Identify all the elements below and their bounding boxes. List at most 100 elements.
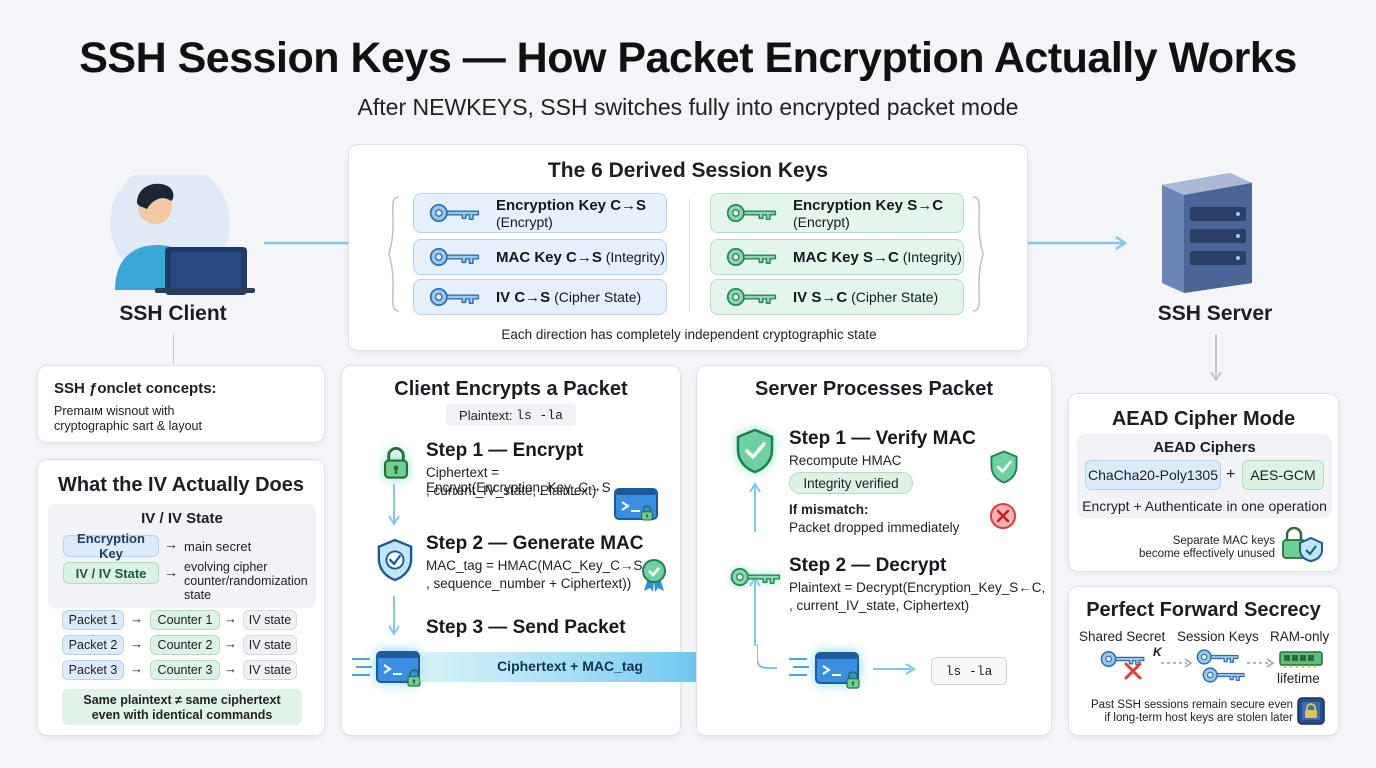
iv-enc-desc: main secret (184, 539, 252, 554)
left-brace (387, 195, 401, 313)
key-name: Encryption Key C→S (496, 196, 647, 214)
output-lock-icon (845, 670, 861, 690)
vault-lock-icon (1297, 697, 1325, 725)
output-command: ls -la (931, 657, 1007, 685)
iv-state-title: IV / IV State (141, 510, 223, 527)
verify-step-line: Recompute HMAC (789, 453, 902, 468)
pfs-note-1: Past SSH sessions remain secure even (1091, 699, 1293, 711)
pfs-title: Perfect Forward Secrecy (1086, 599, 1321, 621)
concepts-title: SSH ƒonclet concepts: (54, 380, 217, 397)
step2-mac-line1: MAC_tag = HMAC(MAC_Key_C→S, (426, 558, 647, 573)
step1-encrypt-title: Step 1 — Encrypt (426, 440, 584, 461)
packet-arrow: → (130, 611, 143, 626)
iv-note-2: even with identical commands (91, 708, 273, 722)
client-illustration (95, 175, 255, 295)
aead-note-1: Separate MAC keys (1172, 535, 1275, 547)
key-name: Encryption Key S→C (793, 196, 944, 214)
key-iv-c2s: IV C→S (Cipher State) (413, 279, 667, 315)
pfs-card: Perfect Forward Secrecy Shared Secret Se… (1068, 586, 1339, 736)
iv-note-box (62, 689, 302, 725)
aead-desc: Encrypt + Authenticate in one operation (1082, 498, 1327, 514)
server-icon (1162, 173, 1252, 293)
integrity-verified-pill: Integrity verified (789, 472, 913, 494)
client-encrypts-title: Client Encrypts a Packet (394, 378, 628, 400)
iv-card: What the IV Actually Does IV / IV State … (37, 459, 325, 736)
pfs-arrow-1 (1161, 657, 1195, 669)
concepts-card: SSH ƒonclet concepts: Premaıм wisnout wi… (37, 365, 325, 443)
mismatch-line: Packet dropped immediately (789, 520, 960, 535)
counter-arrow: → (224, 636, 237, 651)
step-flow-line (386, 484, 402, 644)
plaintext-box: Plaintext: ls -la (446, 404, 576, 426)
plaintext-label: Plaintext: (459, 407, 517, 423)
iv-state-2: IV state (243, 635, 297, 655)
iv-state-pill: IV / IV State (63, 562, 159, 584)
iv-state-desc-2: counter/randomization (184, 574, 308, 588)
step2-mac-title: Step 2 — Generate MAC (426, 533, 644, 554)
right-brace (971, 195, 985, 313)
key-desc: (Cipher State) (554, 288, 642, 305)
key-desc: (Cipher State) (851, 288, 939, 305)
send-packet-arrow (420, 640, 746, 694)
key-name: IV C→S (496, 288, 551, 306)
counter-2: Counter 2 (150, 635, 220, 655)
key-mac-c2s: MAC Key C→S (Integrity) (413, 239, 667, 275)
mismatch-title: If mismatch: (789, 502, 869, 517)
chacha-pill: ChaCha20-Poly1305 (1085, 460, 1221, 490)
iv-state-desc-1: evolving cipher (184, 560, 268, 574)
verify-step-title: Step 1 — Verify MAC (789, 428, 976, 449)
key-icon (725, 202, 779, 224)
session-key-icon-1 (1195, 647, 1241, 667)
iv-state-desc-3: state (184, 588, 212, 602)
key-desc: (Encrypt) (496, 213, 553, 230)
output-motion-lines (789, 655, 811, 679)
key-icon (428, 246, 482, 268)
decrypt-line2: , current_IV_state, Ciphertext) (789, 598, 970, 613)
send-arrow-label: Ciphertext + MAC_tag (497, 658, 643, 674)
derived-keys-card: The 6 Derived Session Keys Encryption Ke… (348, 144, 1028, 351)
key-icon (428, 202, 482, 224)
iv-card-title: What the IV Actually Does (58, 474, 304, 496)
iv-note-1: Same plaintext ≠ same ciphertext (83, 693, 281, 707)
concepts-body-2: cryptographic sart & layout (54, 419, 202, 433)
verify-shield-icon (735, 428, 775, 474)
mac-shield-icon (376, 538, 414, 582)
badge-icon (640, 558, 668, 592)
step3-send-title: Step 3 — Send Packet (426, 617, 626, 638)
client-label: SSH Client (119, 302, 227, 325)
counter-arrow: → (224, 611, 237, 626)
output-to-cmd-arrow (873, 662, 919, 676)
iv-state-arrow: → (164, 564, 178, 580)
direction-divider (689, 199, 690, 311)
counter-3: Counter 3 (150, 660, 220, 680)
packet-2: Packet 2 (62, 635, 124, 655)
key-name: MAC Key C→S (496, 248, 602, 266)
aead-card: AEAD Cipher Mode AEAD Ciphers ChaCha20-P… (1068, 393, 1339, 572)
encrypt-lock-icon (380, 446, 412, 480)
decrypt-key-icon (729, 566, 783, 588)
verified-check-icon (989, 450, 1019, 484)
step1-encrypt-line2: , current_IV_state, Plaintext) (426, 483, 597, 498)
key-icon (428, 286, 482, 308)
page-subtitle: After NEWKEYS, SSH switches fully into e… (357, 94, 1019, 120)
pfs-session-label: Session Keys (1177, 629, 1259, 644)
user-laptop-icon (110, 175, 255, 295)
derived-footer: Each direction has completely independen… (501, 327, 877, 342)
key-iv-s2c: IV S→C (Cipher State) (710, 279, 964, 315)
key-name: IV S→C (793, 288, 848, 306)
server-processes-title: Server Processes Packet (755, 378, 993, 400)
packet-1: Packet 1 (62, 610, 124, 630)
derived-keys-title: The 6 Derived Session Keys (547, 159, 829, 182)
output-arrow (757, 644, 817, 674)
motion-lines (352, 655, 374, 679)
ram-chip-icon (1279, 649, 1323, 669)
pfs-lifetime-label: lifetime (1277, 671, 1320, 686)
packet-arrow: → (130, 636, 143, 651)
client-connector (173, 334, 174, 364)
pfs-note-2: if long-term host keys are stolen later (1104, 712, 1293, 724)
decrypt-step-title: Step 2 — Decrypt (789, 555, 947, 576)
aead-note-2: become effectively unused (1139, 548, 1275, 560)
counter-1: Counter 1 (150, 610, 220, 630)
key-name: MAC Key S→C (793, 248, 899, 266)
reject-x-icon (989, 502, 1017, 530)
